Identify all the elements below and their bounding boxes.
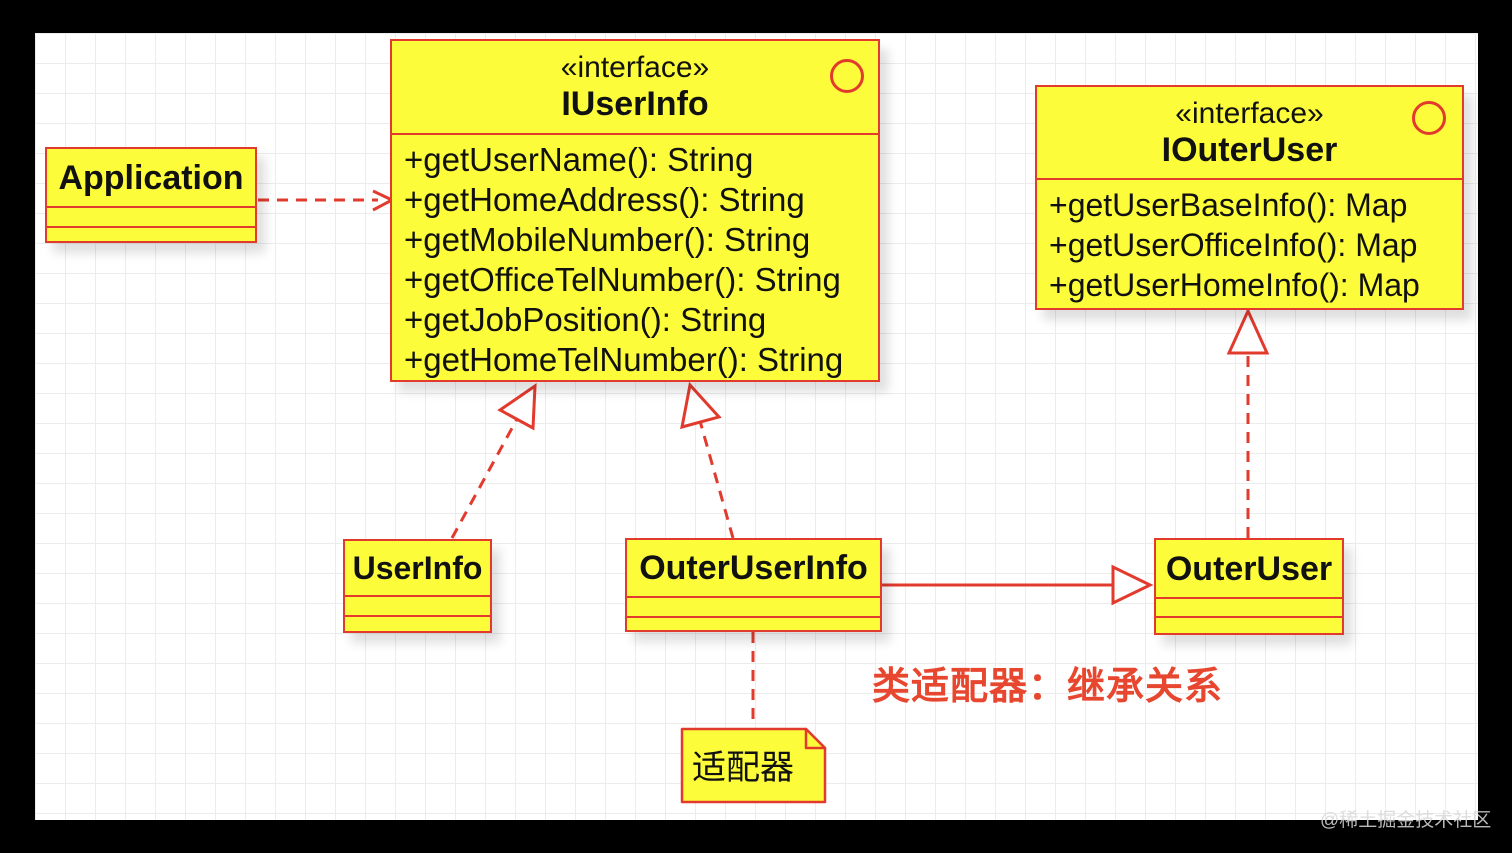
class-name-label: OuterUserInfo xyxy=(639,549,868,587)
method-label: +getMobileNumber(): String xyxy=(404,221,811,258)
method-label: +getHomeTelNumber(): String xyxy=(404,341,844,378)
method-label: +getUserHomeInfo(): Map xyxy=(1049,267,1420,303)
class-name-label: IOuterUser xyxy=(1161,130,1338,169)
method-label: +getUserName(): String xyxy=(404,141,754,178)
note-shape xyxy=(680,727,827,804)
watermark-text: @稀土掘金技术社区 xyxy=(1320,810,1492,831)
class-compartment-methods xyxy=(345,615,490,630)
class-title: «interface» IUserInfo xyxy=(392,41,878,133)
note-label: 适配器 xyxy=(692,749,794,787)
interface-lollipop-icon xyxy=(1412,101,1446,135)
generalization-arrow-outeruserinfo-outeruser xyxy=(882,564,1154,606)
class-title: «interface» IOuterUser xyxy=(1037,87,1462,178)
dependency-arrow-application-iuserinfo xyxy=(258,189,396,212)
class-compartment-methods xyxy=(627,616,880,629)
class-compartment-methods: +getUserName(): String +getHomeAddress()… xyxy=(392,133,878,379)
class-compartment-attributes xyxy=(1156,597,1342,616)
class-name-label: OuterUser xyxy=(1165,549,1333,588)
class-box-application: Application xyxy=(45,147,257,243)
realization-arrow-userinfo-iuserinfo xyxy=(450,383,537,539)
annotation-text: 类适配器：继承关系 xyxy=(872,666,1224,708)
class-name-label: IUserInfo xyxy=(561,85,709,123)
realization-arrow-outeruserinfo-iuserinfo xyxy=(680,381,735,539)
interface-lollipop-icon xyxy=(830,59,864,93)
stereotype-label: «interface» xyxy=(1175,96,1324,130)
class-compartment-methods: +getUserBaseInfo(): Map +getUserOfficeIn… xyxy=(1037,178,1462,307)
class-box-outeruser: OuterUser xyxy=(1154,538,1344,635)
class-compartment-attributes xyxy=(627,596,880,616)
realization-arrow-outeruser-iouteruser xyxy=(1226,307,1270,538)
method-label: +getOfficeTelNumber(): String xyxy=(404,261,841,298)
class-title: OuterUserInfo xyxy=(627,540,880,596)
class-compartment-methods xyxy=(1156,616,1342,631)
class-compartment-attributes xyxy=(47,206,255,226)
class-box-outeruserinfo: OuterUserInfo xyxy=(625,538,882,632)
class-compartment-attributes xyxy=(345,595,490,615)
class-compartment-methods xyxy=(47,226,255,242)
class-title: Application xyxy=(47,149,255,206)
class-name-label: Application xyxy=(58,158,244,197)
method-label: +getUserBaseInfo(): Map xyxy=(1049,187,1408,223)
interface-box-iouteruser: «interface» IOuterUser +getUserBaseInfo(… xyxy=(1035,85,1464,310)
class-name-label: UserInfo xyxy=(352,550,483,586)
class-box-userinfo: UserInfo xyxy=(343,539,492,633)
stereotype-label: «interface» xyxy=(560,51,710,84)
method-label: +getHomeAddress(): String xyxy=(404,181,805,218)
method-label: +getUserOfficeInfo(): Map xyxy=(1049,227,1418,263)
interface-box-iuserinfo: «interface» IUserInfo +getUserName(): St… xyxy=(390,39,880,382)
class-title: OuterUser xyxy=(1156,540,1342,597)
class-title: UserInfo xyxy=(345,541,490,595)
method-label: +getJobPosition(): String xyxy=(404,301,767,338)
